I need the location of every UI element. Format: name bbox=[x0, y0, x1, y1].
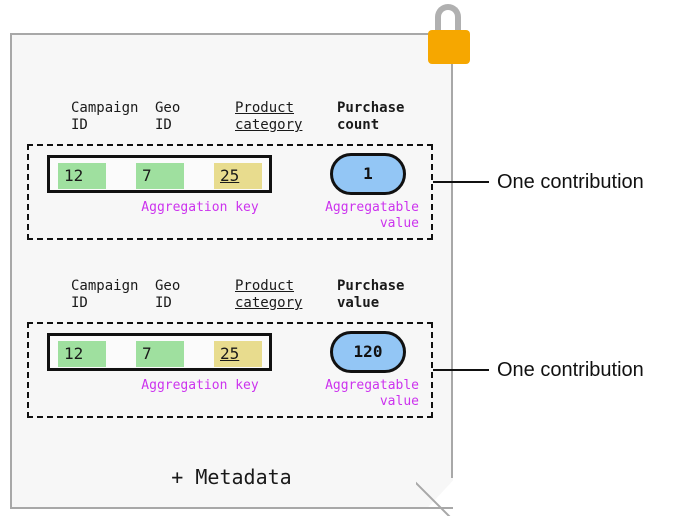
annotation-label-1: One contribution bbox=[497, 171, 644, 193]
aggregatable-value-pill-2: 120 bbox=[330, 331, 406, 373]
annotation-leader-line-2 bbox=[433, 369, 489, 371]
column-header-geo-id: Geo ID bbox=[155, 278, 181, 311]
padlock-icon bbox=[424, 4, 472, 64]
column-header-metric: Purchase count bbox=[337, 100, 405, 133]
column-headers-1: Campaign ID Geo ID Product category Purc… bbox=[45, 100, 435, 142]
column-header-metric: Purchase value bbox=[337, 278, 405, 311]
column-header-campaign-id: Campaign ID bbox=[71, 100, 139, 133]
aggregatable-value-pill-1: 1 bbox=[330, 153, 406, 195]
aggregation-key-box-1: 12 7 25 bbox=[47, 155, 272, 193]
caption-aggregatable-value-2: Aggregatable value bbox=[325, 378, 419, 409]
caption-aggregatable-value-1: Aggregatable value bbox=[325, 200, 419, 231]
caption-aggregation-key-1: Aggregation key bbox=[141, 200, 259, 215]
document-right-edge bbox=[451, 33, 453, 478]
column-header-product-category: Product category bbox=[235, 278, 303, 311]
key-chip-product-category: 25 bbox=[214, 341, 262, 367]
key-chip-campaign-id: 12 bbox=[58, 163, 106, 189]
metadata-label: + Metadata bbox=[171, 465, 292, 489]
contribution-boundary-1: 12 7 25 1 Aggregation key Aggregatable v… bbox=[27, 144, 433, 240]
column-headers-2: Campaign ID Geo ID Product category Purc… bbox=[45, 278, 435, 320]
column-header-campaign-id: Campaign ID bbox=[71, 278, 139, 311]
key-chip-geo-id: 7 bbox=[136, 341, 184, 367]
key-chip-product-category-text: 25 bbox=[220, 166, 240, 185]
contribution-boundary-2: 12 7 25 120 Aggregation key Aggregatable… bbox=[27, 322, 433, 418]
column-header-geo-id: Geo ID bbox=[155, 100, 181, 133]
key-chip-campaign-id: 12 bbox=[58, 341, 106, 367]
padlock-body-icon bbox=[428, 30, 470, 64]
key-chip-geo-id: 7 bbox=[136, 163, 184, 189]
caption-aggregation-key-2: Aggregation key bbox=[141, 378, 259, 393]
annotation-leader-line-1 bbox=[433, 181, 489, 183]
key-chip-product-category-text: 25 bbox=[220, 344, 240, 363]
annotation-label-2: One contribution bbox=[497, 359, 644, 381]
aggregation-key-box-2: 12 7 25 bbox=[47, 333, 272, 371]
padlock-shackle-icon bbox=[435, 4, 461, 36]
column-header-product-category: Product category bbox=[235, 100, 303, 133]
key-chip-product-category: 25 bbox=[214, 163, 262, 189]
